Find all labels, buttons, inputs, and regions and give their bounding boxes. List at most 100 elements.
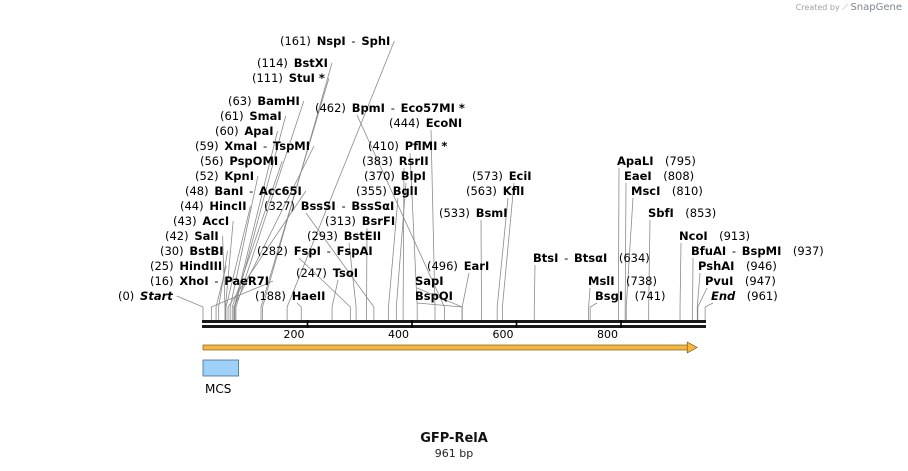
site-pvui-position: (947) (733, 274, 775, 288)
site-ecii-label[interactable]: (573) EciI (472, 169, 532, 183)
site-sali-label[interactable]: (42) SalI (165, 229, 219, 243)
site-bsteii-leader (348, 242, 357, 321)
site-bani-isoschizomer: Acc65I (259, 184, 302, 198)
site-pshai-position: (946) (734, 259, 776, 273)
site-bstbi-label[interactable]: (30) BstBI (160, 244, 224, 258)
site-kfli-name: KflI (503, 184, 525, 198)
site-bsteii-label[interactable]: (293) BstEII (307, 229, 381, 243)
site-stui-position: (111) (252, 71, 289, 85)
site-pflmi-label[interactable]: (410) PflMI * (368, 139, 447, 153)
site-apali-name: ApaLI (617, 154, 654, 168)
site-blpi-leader (395, 182, 407, 321)
sequence-backbone (202, 320, 706, 328)
site-bpmi-label[interactable]: (462) BpmI - Eco57MI * (315, 101, 465, 115)
site-pspomi-label[interactable]: (56) PspOMI (200, 154, 278, 168)
site-bamhi-leader (235, 100, 305, 321)
site-apai-leader (233, 130, 278, 321)
site-bfuai-isoschizomer: BspMI (742, 244, 782, 258)
site-ecii-position: (573) (472, 169, 509, 183)
site-sali-leader (222, 235, 226, 321)
site-start-label[interactable]: (0) Start (118, 289, 173, 303)
site-bsgi-label[interactable]: BsgI (741) (595, 289, 666, 303)
site-xmai-label[interactable]: (59) XmaI - TspMI (195, 139, 310, 153)
site-msci-label[interactable]: MscI (810) (631, 184, 703, 198)
site-xmai-name: XmaI (224, 139, 257, 153)
site-smai-leader (234, 115, 287, 321)
site-ncoi-name: NcoI (679, 229, 708, 243)
site-haeii-position: (188) (255, 289, 292, 303)
site-nspi-label[interactable]: (161) NspI - SphI (280, 34, 390, 48)
site-eari-label[interactable]: (496) EarI (427, 259, 489, 273)
site-ncoi-leader (679, 242, 682, 321)
site-end-name: End (711, 289, 736, 303)
site-haeii-label[interactable]: (188) HaeII (255, 289, 325, 303)
site-bsgi-position: (741) (623, 289, 665, 303)
site-smai-label[interactable]: (61) SmaI (220, 109, 282, 123)
site-blpi-label[interactable]: (370) BlpI (364, 169, 426, 183)
site-hincii-position: (44) (180, 199, 209, 213)
site-xhoi-label[interactable]: (16) XhoI - PaeR7I (150, 274, 269, 288)
site-hindiii-label[interactable]: (25) HindIII (150, 259, 222, 273)
site-bsmi-name: BsmI (476, 206, 508, 220)
site-nspi-separator: - (346, 34, 362, 48)
site-pspomi-leader (231, 160, 283, 321)
site-stui-label[interactable]: (111) StuI * (252, 71, 325, 85)
site-stui-name: StuI * (289, 71, 325, 85)
site-end-label[interactable]: End (961) (711, 289, 778, 303)
site-hindiii-position: (25) (150, 259, 179, 273)
site-apai-name: ApaI (244, 124, 273, 138)
site-econi-label[interactable]: (444) EcoNI (389, 116, 462, 130)
site-apali-position: (795) (654, 154, 696, 168)
site-rsrii-label[interactable]: (383) RsrII (362, 154, 429, 168)
site-bsssi-separator: - (336, 199, 352, 213)
site-kpni-label[interactable]: (52) KpnI (195, 169, 254, 183)
site-btsi-leader (533, 264, 536, 321)
site-ncoi-label[interactable]: NcoI (913) (679, 229, 750, 243)
site-bgli-label[interactable]: (355) BglI (356, 184, 418, 198)
site-nspi-leader (286, 40, 395, 321)
site-eaei-label[interactable]: EaeI (808) (624, 169, 694, 183)
site-hindiii-name: HindIII (179, 259, 222, 273)
site-bstxi-position: (114) (257, 56, 294, 70)
site-bsmi-label[interactable]: (533) BsmI (439, 206, 508, 220)
site-pvui-label[interactable]: PvuI (947) (705, 274, 776, 288)
site-apali-label[interactable]: ApaLI (795) (617, 154, 696, 168)
site-msli-label[interactable]: MslI (738) (588, 274, 657, 288)
feature-mcs-box[interactable] (202, 359, 239, 377)
site-sbfi-label[interactable]: SbfI (853) (648, 206, 716, 220)
credit-brand: SnapGene (850, 2, 902, 13)
site-bsrfi-position: (313) (325, 214, 362, 228)
site-nspi-name: NspI (317, 34, 346, 48)
site-bamhi-label[interactable]: (63) BamHI (228, 94, 300, 108)
site-tsoi-label[interactable]: (247) TsoI (296, 266, 358, 280)
site-bani-separator: - (243, 184, 259, 198)
site-bsrfi-label[interactable]: (313) BsrFI (325, 214, 395, 228)
site-acci-label[interactable]: (43) AccI (173, 214, 229, 228)
site-kpni-position: (52) (195, 169, 224, 183)
site-bsssi-leader (305, 212, 375, 321)
site-bpmi-isoschizomer: Eco57MI * (401, 101, 465, 115)
site-msci-name: MscI (631, 184, 660, 198)
site-fspi-label[interactable]: (282) FspI - FspAI (257, 244, 373, 258)
site-hincii-label[interactable]: (44) HincII (180, 199, 247, 213)
site-pshai-label[interactable]: PshAI (946) (698, 259, 777, 273)
site-bspqi-label[interactable]: BspQI (415, 289, 453, 303)
orf-arrow-head-icon (686, 341, 698, 354)
site-bsssi-label[interactable]: (327) BssSI - BssSαI (264, 199, 394, 213)
site-xhoi-leader (210, 280, 274, 321)
orf-arrow[interactable] (202, 341, 698, 354)
site-msci-position: (810) (660, 184, 702, 198)
site-apali-leader (617, 167, 620, 321)
site-apai-label[interactable]: (60) ApaI (215, 124, 274, 138)
site-sapi-label[interactable]: SapI (415, 274, 444, 288)
site-fspi-position: (282) (257, 244, 294, 258)
site-bani-label[interactable]: (48) BanI - Acc65I (185, 184, 302, 198)
site-bfuai-label[interactable]: BfuAI - BspMI (937) (691, 244, 824, 258)
site-kpni-leader (229, 175, 259, 321)
site-kfli-label[interactable]: (563) KflI (466, 184, 524, 198)
site-bstxi-name: BstXI (294, 56, 328, 70)
site-bpmi-position: (462) (315, 101, 352, 115)
site-bstxi-label[interactable]: (114) BstXI (257, 56, 328, 70)
site-btsi-label[interactable]: BtsI - BtsαI (634) (533, 251, 650, 265)
